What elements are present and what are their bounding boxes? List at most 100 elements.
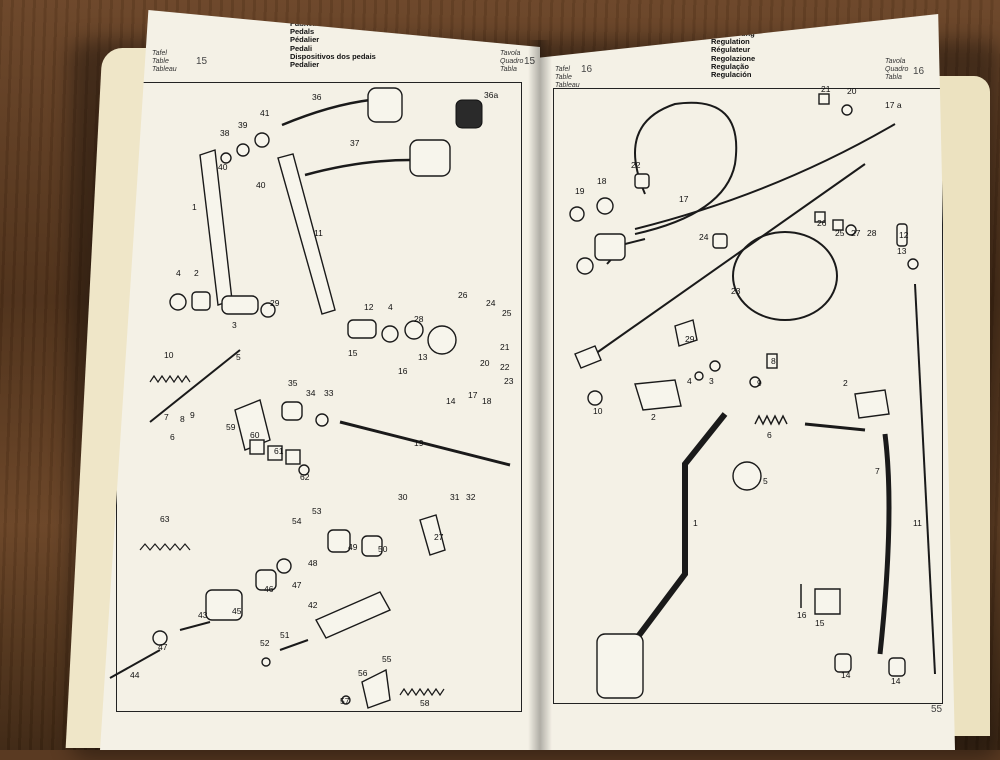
left-part-label: 52	[260, 638, 270, 648]
left-part-label: 39	[238, 120, 248, 130]
right-part-label: 21	[821, 84, 831, 94]
left-part-label: 22	[500, 362, 510, 372]
left-part-label: 25	[502, 308, 512, 318]
left-part-label: 12	[364, 302, 374, 312]
left-part-label: 28	[414, 314, 424, 324]
left-part-label: 49	[348, 542, 358, 552]
left-part-label: 18	[482, 396, 492, 406]
table-number-left: 16	[581, 64, 593, 75]
right-part-label: 14	[891, 676, 901, 686]
left-part-label: 45	[232, 606, 242, 616]
left-part-label: 3	[232, 320, 237, 330]
right-part-label: 26	[817, 218, 827, 228]
left-part-label: 38	[220, 128, 230, 138]
left-part-label: 24	[486, 298, 496, 308]
left-part-label: 47	[292, 580, 302, 590]
left-part-label: 40	[256, 180, 266, 190]
left-part-label: 4	[176, 268, 181, 278]
left-part-label: 4	[388, 302, 393, 312]
right-part-label: 9	[757, 378, 762, 388]
left-part-label: 11	[314, 228, 323, 238]
regulation-exploded-diagram	[569, 93, 936, 699]
left-part-label: 9	[190, 410, 195, 420]
right-part-label: 25	[835, 228, 845, 238]
diagram-frame-right	[553, 88, 943, 704]
left-part-label: 47	[158, 642, 168, 652]
left-part-label: 40	[218, 162, 228, 172]
left-part-label: 56	[358, 668, 368, 678]
right-part-label: 7	[875, 466, 880, 476]
left-part-label: 44	[130, 670, 140, 680]
book-gutter	[528, 40, 552, 750]
table-header-right: Tavola Quadro Tabla	[885, 58, 909, 81]
left-part-label: 41	[260, 108, 270, 118]
left-part-label: 1	[192, 202, 197, 212]
table-header-left: Tafel Table Tableau	[555, 66, 580, 89]
right-part-label: 28	[867, 228, 877, 238]
left-part-label: 23	[504, 376, 514, 386]
left-part-label: 51	[280, 630, 290, 640]
left-part-label: 43	[198, 610, 208, 620]
left-part-label: 35	[288, 378, 298, 388]
right-part-label: 8	[771, 356, 776, 366]
page-number-right: 55	[931, 704, 943, 715]
right-part-label: 12	[899, 230, 909, 240]
left-part-label: 15	[348, 348, 358, 358]
left-part-label: 46	[264, 584, 274, 594]
right-part-label: 10	[593, 406, 603, 416]
left-part-label: 20	[480, 358, 490, 368]
left-part-label: 6	[170, 432, 175, 442]
left-part-label: 57	[340, 696, 350, 706]
right-part-label: 23	[731, 286, 741, 296]
left-part-label: 21	[500, 342, 510, 352]
right-part-label: 6	[767, 430, 772, 440]
left-part-label: 63	[160, 514, 170, 524]
left-part-label: 61	[274, 446, 284, 456]
left-part-label: 33	[324, 388, 334, 398]
right-part-label: 22	[631, 160, 641, 170]
left-part-label: 2	[194, 268, 199, 278]
left-part-label: 32	[466, 492, 476, 502]
right-part-label: 4	[687, 376, 692, 386]
right-part-label: 24	[699, 232, 709, 242]
left-part-label: 31	[450, 492, 460, 502]
table-number-right: 16	[913, 66, 925, 77]
right-part-label: 19	[575, 186, 585, 196]
right-part-label: 18	[597, 176, 607, 186]
right-part-label: 29	[685, 334, 695, 344]
right-part-label: 3	[709, 376, 714, 386]
left-part-label: 19	[414, 438, 424, 448]
left-part-label: 42	[308, 600, 318, 610]
right-part-label: 1	[693, 518, 698, 528]
left-part-label: 17	[468, 390, 478, 400]
left-part-label: 34	[306, 388, 316, 398]
left-part-label: 5	[236, 352, 241, 362]
right-part-label: 2	[843, 378, 848, 388]
table-number-left: 15	[196, 56, 208, 67]
left-part-label: 36	[312, 92, 322, 102]
right-page: Tafel Table Tableau 16 Regulierung Regul…	[535, 14, 955, 750]
left-part-label: 13	[418, 352, 428, 362]
left-part-label: 54	[292, 516, 302, 526]
left-part-label: 48	[308, 558, 318, 568]
right-part-label: 16	[797, 610, 807, 620]
pedal-exploded-diagram	[109, 87, 511, 709]
left-part-label: 55	[382, 654, 392, 664]
right-part-label: 11	[913, 518, 922, 528]
right-part-label: 27	[851, 228, 861, 238]
left-part-label: 58	[420, 698, 430, 708]
left-part-label: 7	[164, 412, 169, 422]
left-part-label: 10	[164, 350, 174, 360]
right-part-label: 5	[763, 476, 768, 486]
table-header-right: Tavola Quadro Tabla	[500, 50, 524, 73]
right-part-label: 14	[841, 670, 851, 680]
left-part-label: 26	[458, 290, 468, 300]
right-part-label: 20	[847, 86, 857, 96]
left-part-label: 29	[270, 298, 280, 308]
left-part-label: 8	[180, 414, 185, 424]
left-part-label: 36a	[484, 90, 498, 100]
right-part-label: 17 a	[885, 100, 902, 110]
table-number-right: 15	[524, 56, 535, 67]
